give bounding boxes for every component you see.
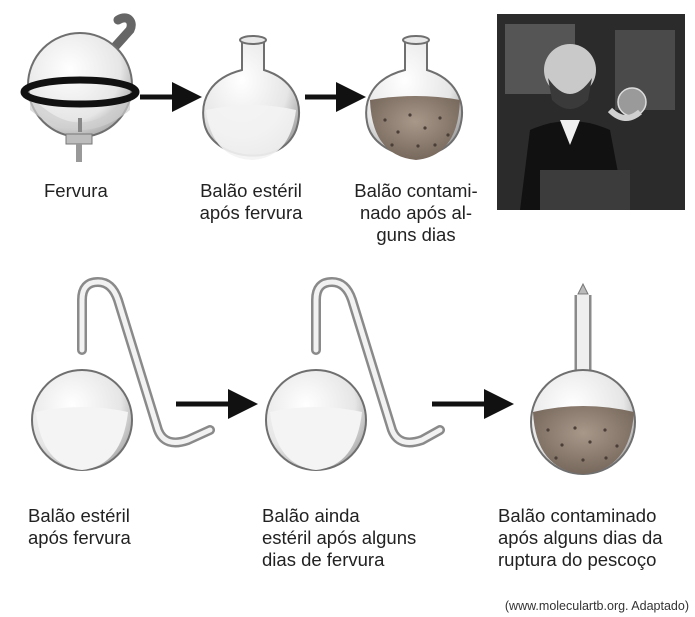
label-ainda-esteril: Balão ainda estéril após alguns dias de … [262, 505, 416, 571]
label-ainda-line2: estéril após alguns [262, 527, 417, 548]
label-ainda-line3: dias de fervura [262, 549, 385, 570]
scientist-photo [497, 14, 685, 210]
label-contaminado-top: Balão contami- nado após al- guns dias [340, 180, 492, 246]
sterile-flask-top [202, 35, 301, 160]
label-contaminado-bottom-line1: Balão contaminado [498, 505, 657, 526]
contaminated-flask-top [365, 35, 464, 160]
label-contaminado-bottom: Balão contaminado após alguns dias da ru… [498, 505, 663, 571]
label-esteril-top-line2: após fervura [199, 202, 303, 223]
label-contaminado-bottom-line2: após alguns dias da [498, 527, 663, 548]
label-contaminado-top-line3: guns dias [376, 224, 456, 245]
label-contaminado-bottom-line3: ruptura do pescoço [498, 549, 657, 570]
label-esteril-top: Balão estéril após fervura [186, 180, 316, 224]
label-contaminado-top-line2: nado após al- [359, 202, 473, 223]
broken-neck-flask [530, 282, 636, 475]
label-esteril-bottom-line1: Balão estéril [28, 505, 130, 526]
label-esteril-bottom: Balão estéril após fervura [28, 505, 131, 549]
label-esteril-top-line1: Balão estéril [200, 180, 302, 201]
label-contaminado-top-line1: Balão contami- [354, 180, 478, 201]
swan-neck-flask-1 [31, 277, 215, 471]
swan-neck-flask-2 [265, 277, 445, 471]
source-credit: (www.moleculartb.org. Adaptado) [504, 599, 689, 613]
boiling-flask [20, 13, 140, 162]
label-esteril-bottom-line2: após fervura [28, 527, 131, 548]
label-fervura: Fervura [44, 180, 108, 201]
label-ainda-line1: Balão ainda [262, 505, 360, 526]
